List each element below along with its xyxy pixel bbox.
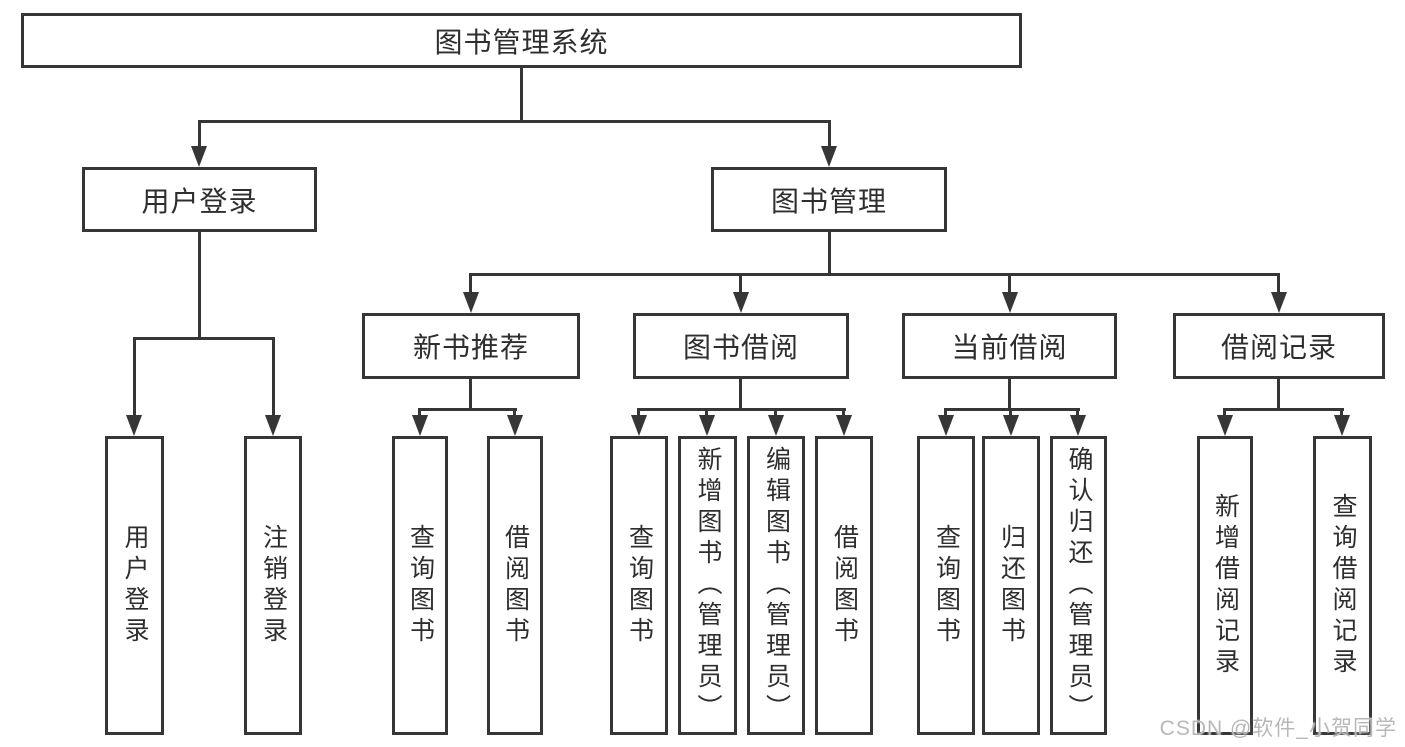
leaf-recommend-borrow-books-label: 借阅图书 <box>501 523 530 648</box>
leaf-edit-book-admin-label: 编辑图书（管理员） <box>762 446 791 725</box>
arrow-down-icon <box>126 415 142 436</box>
arrow-down-icon <box>733 292 749 313</box>
arrow-down-icon <box>836 415 852 436</box>
connector-line <box>774 408 777 417</box>
leaf-recommend-borrow-books: 借阅图书 <box>487 436 543 735</box>
arrow-down-icon <box>463 292 479 313</box>
leaf-add-borrow-record-label: 新增借阅记录 <box>1211 492 1240 679</box>
connector-line <box>513 408 516 417</box>
node-current-borrow: 当前借阅 <box>902 313 1117 379</box>
leaf-user-login: 用户登录 <box>105 436 164 735</box>
connector-line <box>418 408 517 411</box>
connector-line <box>469 379 472 408</box>
connector-line <box>1076 408 1079 417</box>
arrow-down-icon <box>768 415 784 436</box>
connector-line <box>1277 273 1280 294</box>
leaf-add-book-admin: 新增图书（管理员） <box>678 436 737 735</box>
node-book-borrow-label: 图书借阅 <box>682 332 799 363</box>
connector-line <box>1277 379 1280 408</box>
leaf-borrow-book-label: 借阅图书 <box>830 523 859 648</box>
arrow-down-icon <box>821 146 837 167</box>
node-book-borrow: 图书借阅 <box>633 313 849 379</box>
connector-line <box>637 408 846 411</box>
connector-line <box>272 337 275 415</box>
arrow-down-icon <box>1271 292 1287 313</box>
node-user-login: 用户登录 <box>82 167 317 232</box>
node-book-management: 图书管理 <box>711 167 947 232</box>
node-root: 图书管理系统 <box>21 13 1022 68</box>
leaf-query-borrow-record-label: 查询借阅记录 <box>1329 492 1357 679</box>
leaf-user-login-label: 用户登录 <box>121 523 149 648</box>
node-user-login-label: 用户登录 <box>141 185 258 217</box>
arrow-down-icon <box>631 415 647 436</box>
node-borrow-records: 借阅记录 <box>1173 313 1385 379</box>
node-new-book-recommend: 新书推荐 <box>362 313 580 379</box>
connector-line <box>828 120 831 148</box>
node-borrow-records-label: 借阅记录 <box>1220 332 1337 363</box>
leaf-current-query-books: 查询图书 <box>917 436 975 735</box>
leaf-confirm-return-admin-label: 确认归还（管理员） <box>1065 446 1093 725</box>
arrow-down-icon <box>1003 415 1019 436</box>
connector-line <box>739 379 742 408</box>
connector-line <box>828 232 831 273</box>
leaf-add-book-admin-label: 新增图书（管理员） <box>694 446 722 725</box>
node-book-management-label: 图书管理 <box>770 185 887 217</box>
arrow-down-icon <box>191 146 207 167</box>
node-root-label: 图书管理系统 <box>434 26 609 58</box>
leaf-logout: 注销登录 <box>244 436 302 735</box>
arrow-down-icon <box>938 415 954 436</box>
leaf-recommend-query-books-label: 查询图书 <box>406 523 435 648</box>
connector-line <box>1008 379 1011 408</box>
leaf-confirm-return-admin: 确认归还（管理员） <box>1050 436 1107 735</box>
connector-line <box>705 408 708 417</box>
csdn-watermark: CSDN @软件_小贺同学 <box>1159 717 1397 740</box>
connector-line <box>944 408 1080 411</box>
connector-line <box>637 408 640 417</box>
connector-line <box>133 337 136 415</box>
arrow-down-icon <box>1217 415 1233 436</box>
connector-line <box>1008 273 1011 294</box>
leaf-borrow-query-books: 查询图书 <box>610 436 668 735</box>
connector-line <box>198 120 201 148</box>
connector-line <box>739 273 742 294</box>
arrow-down-icon <box>1070 415 1086 436</box>
connector-line <box>469 273 472 294</box>
leaf-borrow-book: 借阅图书 <box>815 436 873 735</box>
connector-line <box>1340 408 1343 417</box>
leaf-return-book-label: 归还图书 <box>997 523 1026 648</box>
leaf-recommend-query-books: 查询图书 <box>392 436 448 735</box>
leaf-edit-book-admin: 编辑图书（管理员） <box>747 436 805 735</box>
leaf-return-book: 归还图书 <box>982 436 1040 735</box>
connector-line <box>1009 408 1012 417</box>
node-new-book-recommend-label: 新书推荐 <box>412 332 529 363</box>
connector-line <box>418 408 421 417</box>
arrow-down-icon <box>265 415 281 436</box>
arrow-down-icon <box>1334 415 1350 436</box>
connector-line <box>842 408 845 417</box>
node-current-borrow-label: 当前借阅 <box>951 332 1068 363</box>
connector-line <box>469 273 1280 276</box>
connector-line <box>520 68 523 122</box>
connector-line <box>1223 408 1344 411</box>
connector-line <box>133 337 275 340</box>
leaf-borrow-query-books-label: 查询图书 <box>625 523 654 648</box>
leaf-query-borrow-record: 查询借阅记录 <box>1313 436 1372 735</box>
leaf-current-query-books-label: 查询图书 <box>932 523 961 648</box>
connector-line <box>1223 408 1226 417</box>
leaf-add-borrow-record: 新增借阅记录 <box>1197 436 1253 735</box>
arrow-down-icon <box>412 415 428 436</box>
arrow-down-icon <box>699 415 715 436</box>
connector-line <box>198 120 831 123</box>
leaf-logout-label: 注销登录 <box>259 523 288 648</box>
arrow-down-icon <box>507 415 523 436</box>
connector-line <box>944 408 947 417</box>
connector-line <box>198 232 201 337</box>
arrow-down-icon <box>1002 292 1018 313</box>
